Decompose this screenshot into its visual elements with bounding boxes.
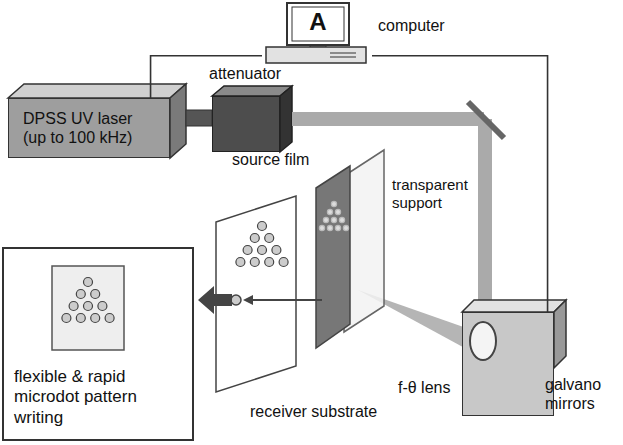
laser-beam — [292, 112, 484, 126]
laser-housing — [8, 84, 212, 158]
laser-box: DPSS UV laser (up to 100 kHz) — [8, 98, 170, 158]
microdot — [258, 246, 267, 255]
microdot — [265, 234, 274, 243]
microdot — [331, 217, 336, 222]
screen-letter: A — [306, 9, 330, 35]
microdot — [272, 246, 281, 255]
microdot — [327, 225, 332, 230]
computer-drawing — [266, 3, 366, 63]
output-panel: flexible & rapid microdot pattern writin… — [2, 247, 194, 441]
microdot — [105, 314, 114, 323]
attenuator-box: attenuator — [212, 96, 280, 152]
laser-label: DPSS UV laser (up to 100 kHz) — [23, 109, 155, 147]
pattern-card — [52, 266, 124, 350]
microdot — [279, 258, 288, 267]
transfer-arrow — [250, 299, 322, 301]
microdot — [327, 209, 332, 214]
microdot — [335, 225, 340, 230]
part-label: computer — [378, 16, 445, 35]
microdot — [335, 209, 340, 214]
microdot — [84, 302, 93, 311]
panel-caption: flexible & rapid microdot pattern writin… — [14, 367, 190, 428]
attenuator-housing — [212, 86, 292, 152]
microdot — [76, 314, 85, 323]
microdot-pattern — [62, 201, 349, 322]
microdot — [250, 258, 259, 267]
galvano-box: galvano mirrors — [462, 312, 554, 416]
microdot — [62, 314, 71, 323]
cable — [372, 56, 548, 312]
transferred-dot — [231, 295, 241, 305]
part-label: source film — [232, 150, 309, 169]
microdot — [76, 290, 85, 299]
part-label: transparent support — [392, 176, 474, 212]
microdot — [69, 302, 78, 311]
microdot — [331, 201, 336, 206]
microdot — [319, 225, 324, 230]
microdot — [323, 217, 328, 222]
part-label: attenuator — [209, 64, 281, 83]
computer-unit: Acomputer — [262, 2, 372, 66]
microdot — [243, 246, 252, 255]
microdot — [343, 225, 348, 230]
microdot — [91, 314, 100, 323]
mirror — [468, 102, 504, 138]
microdot — [91, 290, 100, 299]
microdot — [236, 258, 245, 267]
microdot — [339, 217, 344, 222]
laser-beam — [478, 119, 492, 305]
part-label: receiver substrate — [250, 402, 377, 421]
output-arrow — [198, 286, 232, 314]
source-film — [316, 166, 350, 348]
microdot — [98, 302, 107, 311]
microdot — [84, 278, 93, 287]
microdot — [258, 222, 267, 231]
f-theta-lens — [469, 321, 497, 361]
transfer-arrowhead — [243, 295, 253, 305]
microdot — [250, 234, 259, 243]
part-label: f-θ lens — [398, 378, 450, 397]
microdot — [265, 258, 274, 267]
part-label: galvano mirrors — [545, 375, 617, 413]
